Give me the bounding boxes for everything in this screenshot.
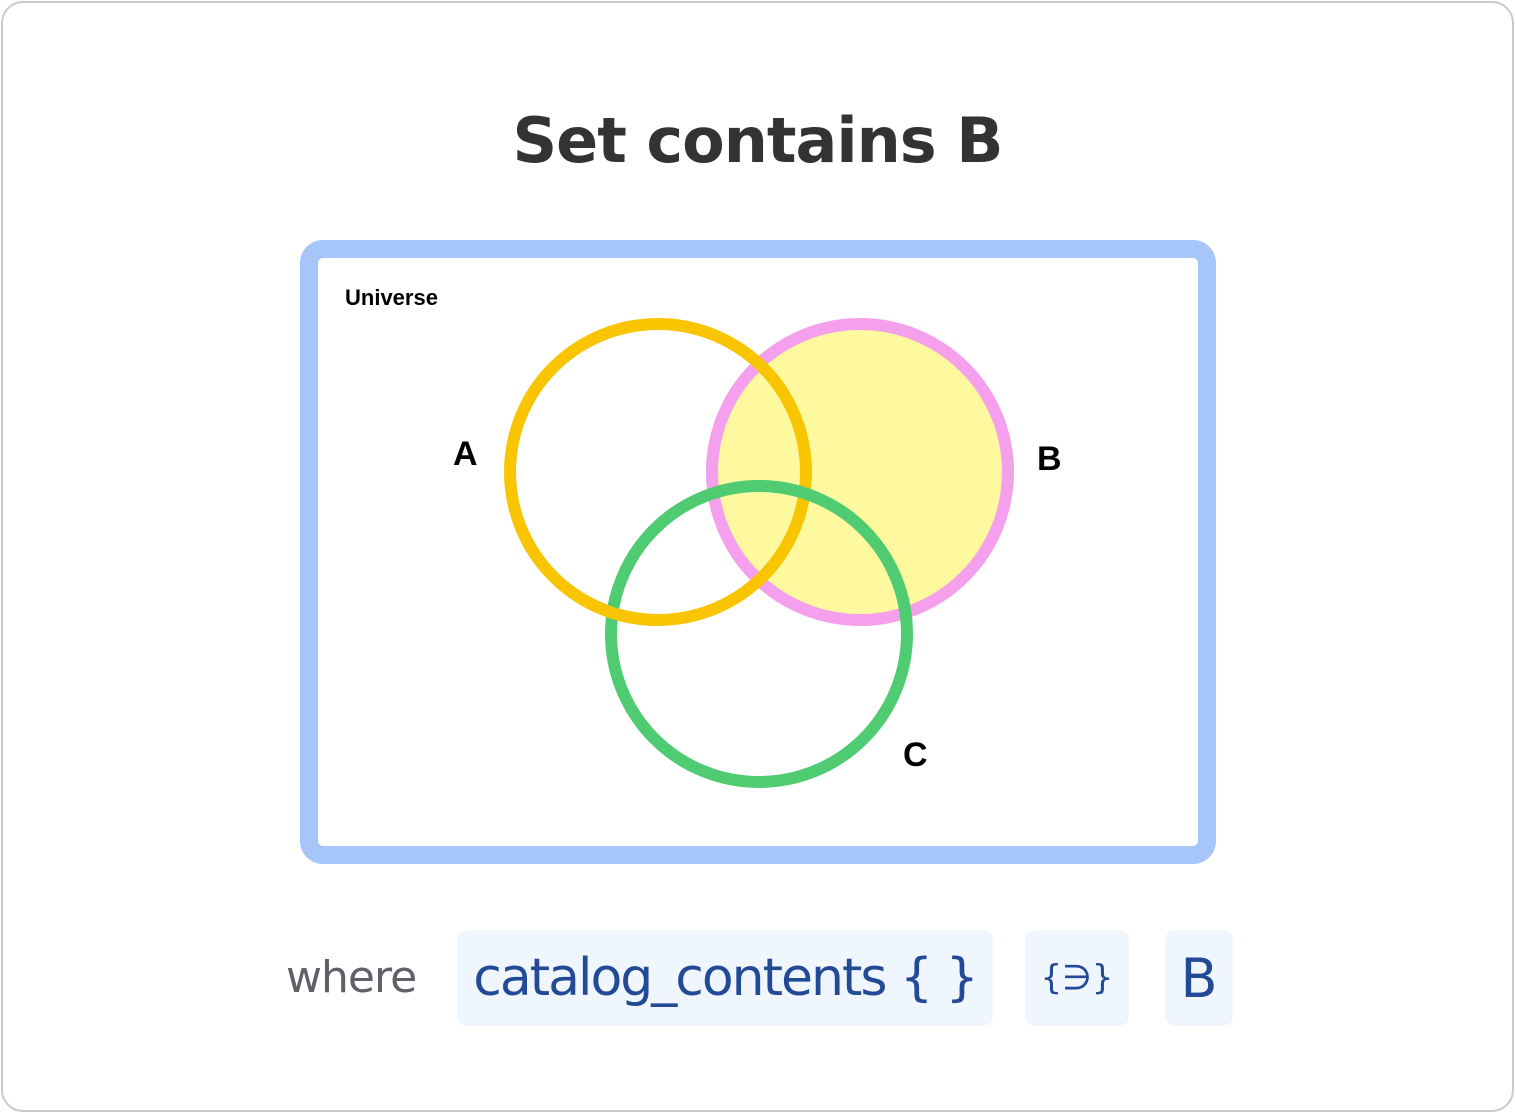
page-title: Set contains B: [512, 104, 1003, 177]
contains-operator-chip[interactable]: {∋}: [1025, 930, 1129, 1026]
where-label: where: [286, 952, 417, 1003]
universe-diagram: [300, 240, 1216, 864]
set-c-label: C: [903, 736, 928, 774]
set-a-arc-overlay: [578, 593, 659, 626]
variable-chip[interactable]: catalog_contents { }: [457, 930, 993, 1026]
value-chip[interactable]: B: [1165, 930, 1233, 1026]
set-a-label: A: [453, 435, 478, 473]
set-c-circle: [605, 480, 913, 788]
set-b-label: B: [1037, 440, 1062, 478]
universe-label: Universe: [345, 285, 438, 310]
expression-row: where catalog_contents { } {∋} B: [0, 930, 1515, 1026]
